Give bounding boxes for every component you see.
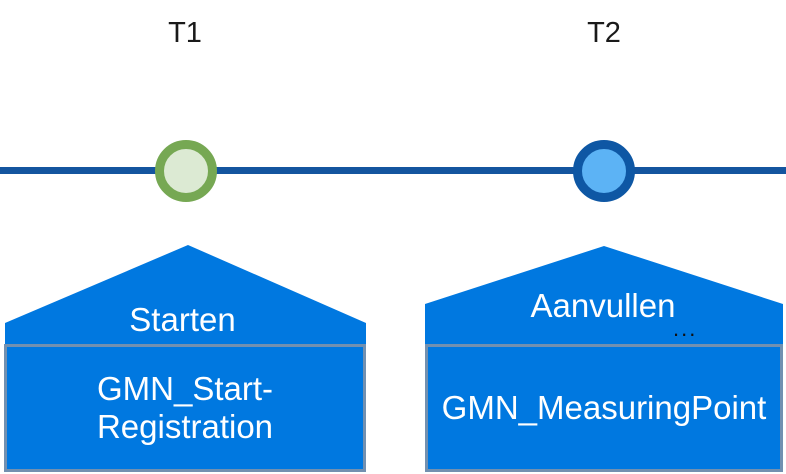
phase-ellipsis-supplement: ... bbox=[673, 316, 698, 341]
phase-box-label-start: GMN_Start-Registration bbox=[96, 370, 274, 445]
phase-title-supplement: Aanvullen bbox=[530, 287, 676, 324]
phase-title-start: Starten bbox=[129, 301, 236, 338]
phase-group-start[interactable]: Starten GMN_Start-Registration bbox=[0, 240, 380, 474]
timeline-axis bbox=[0, 167, 786, 174]
phase-box-supplement[interactable]: GMN_MeasuringPoint bbox=[425, 344, 783, 472]
milestone-marker-t2[interactable] bbox=[573, 140, 635, 202]
tick-label-t1: T1 bbox=[168, 17, 202, 49]
milestone-marker-t1[interactable] bbox=[155, 140, 217, 202]
phase-pentagon-start bbox=[5, 245, 366, 350]
phase-box-start[interactable]: GMN_Start-Registration bbox=[4, 344, 366, 472]
tick-label-t2: T2 bbox=[587, 17, 621, 49]
phase-pentagon-supplement bbox=[425, 246, 783, 350]
phase-group-supplement[interactable]: Aanvullen ... GMN_MeasuringPoint bbox=[418, 240, 786, 474]
phase-box-label-supplement: GMN_MeasuringPoint bbox=[441, 389, 767, 426]
